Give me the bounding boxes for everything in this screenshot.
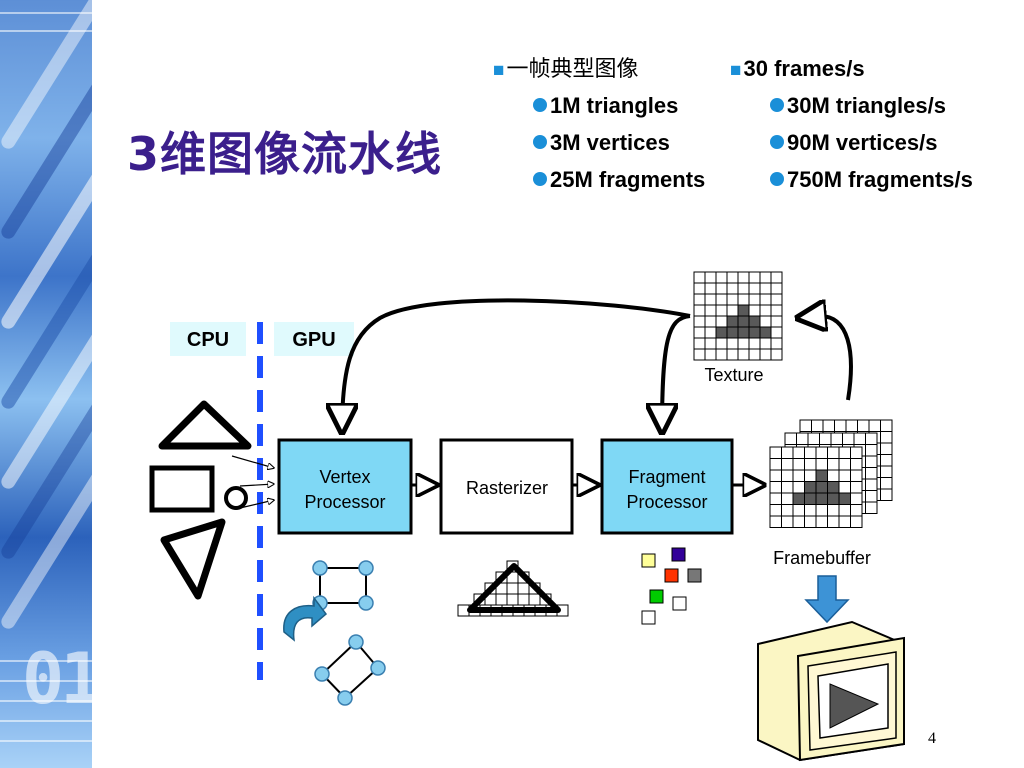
texture-grid-icon xyxy=(693,271,783,361)
rotate-arrow-icon xyxy=(283,595,328,642)
input-arrow xyxy=(239,484,274,486)
vertex-processor-label-line2: Processor xyxy=(304,492,385,512)
slide-title: 3维图像流水线 xyxy=(127,127,443,181)
texture-to-vertex-arrow xyxy=(342,298,691,432)
framebuffer-to-texture-arrow xyxy=(798,316,853,401)
input-arrow xyxy=(231,455,274,468)
fragment-processor-box xyxy=(600,438,734,535)
framebuffer-grid-icon xyxy=(769,446,863,528)
vertices-illustration xyxy=(312,560,374,611)
texture-to-fragment-arrow xyxy=(662,314,691,432)
circle-bullet-icon xyxy=(533,172,547,186)
bullet-heading-right: ■30 frames/s xyxy=(730,56,865,81)
list-item: 90M vertices/s xyxy=(730,128,973,165)
bullet-heading-left: ■一帧典型图像 xyxy=(493,57,639,82)
circle-primitive xyxy=(224,486,248,510)
triangle-primitive xyxy=(160,518,226,600)
page-number: 4 xyxy=(928,730,936,747)
fragment-processor-label-line2: Processor xyxy=(626,492,707,512)
list-item: 30M triangles/s xyxy=(730,91,973,128)
decorative-side-strip: 011 xyxy=(0,0,92,768)
fragments-illustration xyxy=(641,547,702,625)
circle-bullet-icon xyxy=(770,172,784,186)
texture-label: Texture xyxy=(704,365,763,385)
list-item: 750M fragments/s xyxy=(730,165,973,202)
framebuffer-label: Framebuffer xyxy=(773,548,871,568)
rectangle-primitive xyxy=(149,465,215,513)
list-item: 1M triangles xyxy=(493,91,705,128)
list-item: 3M vertices xyxy=(493,128,705,165)
display-arrow-icon xyxy=(804,575,850,624)
vertex-processor-label-line1: Vertex xyxy=(319,467,370,487)
circle-bullet-icon xyxy=(533,135,547,149)
square-bullet-icon: ■ xyxy=(730,60,742,81)
gpu-label-box xyxy=(274,322,354,356)
circle-bullet-icon xyxy=(533,98,547,112)
vertex-processor-box xyxy=(277,438,413,535)
rasterized-triangle-outline xyxy=(467,563,561,613)
cpu-label: CPU xyxy=(187,329,229,351)
list-item: 25M fragments xyxy=(493,165,705,202)
bullet-list-right: ■30 frames/s 30M triangles/s 90M vertice… xyxy=(730,54,973,202)
circle-bullet-icon xyxy=(770,98,784,112)
transformed-vertices-illustration xyxy=(314,634,386,706)
gpu-label: GPU xyxy=(292,329,335,351)
circle-bullet-icon xyxy=(770,135,784,149)
input-arrow xyxy=(239,500,274,509)
fragment-processor-label-line1: Fragment xyxy=(628,467,705,487)
square-bullet-icon: ■ xyxy=(493,60,505,81)
bullet-list-left: ■一帧典型图像 1M triangles 3M vertices 25M fra… xyxy=(493,54,705,202)
cpu-label-box xyxy=(170,322,246,356)
rasterizer-label: Rasterizer xyxy=(466,478,548,498)
triangle-primitive xyxy=(158,400,252,450)
monitor-icon xyxy=(757,620,905,762)
